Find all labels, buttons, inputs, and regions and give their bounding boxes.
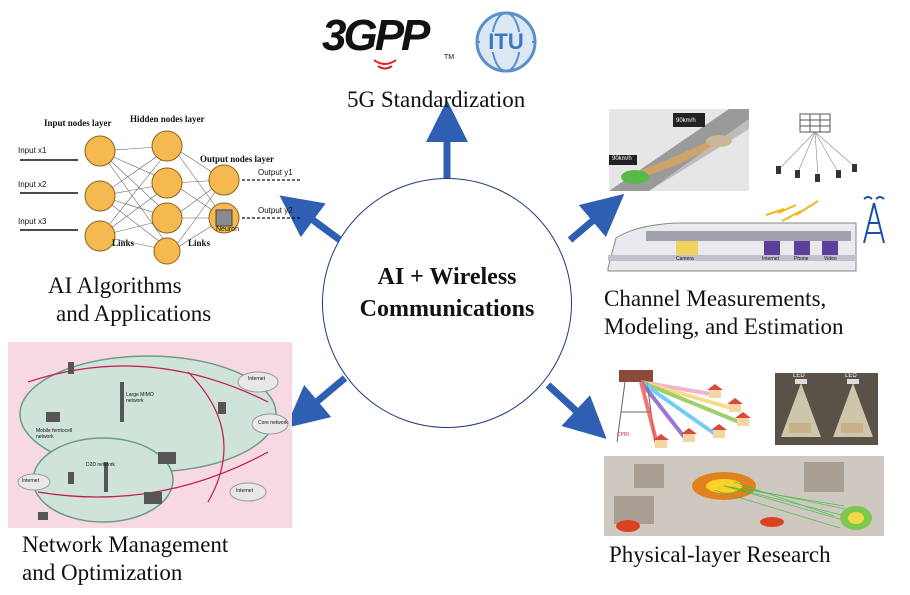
label-ai-line1: AI Algorithms	[48, 273, 182, 298]
nn-hidden-layer-label: Hidden nodes layer	[130, 114, 205, 124]
train-label-internet: Internet	[762, 256, 779, 262]
led-image: LED LED	[775, 373, 878, 445]
cpri-label: CPRI	[617, 432, 629, 438]
ray-tracing-image	[604, 456, 884, 536]
label-network-line2: and Optimization	[22, 560, 183, 585]
cpri-image: CPRI	[611, 366, 761, 452]
network-label-internet-2: Internet	[22, 478, 39, 484]
mimo-array-image	[760, 110, 870, 190]
highway-speed-2: 90km/h	[676, 118, 696, 124]
center-title-line1: AI + Wireless	[377, 264, 517, 290]
nn-input-layer-label: Input nodes layer	[44, 118, 112, 128]
3gpp-logo-tm: TM	[444, 54, 455, 61]
label-ai-algorithms: AI Algorithms and Applications	[48, 272, 211, 328]
highway-speed-1: 90km/h	[612, 156, 632, 162]
itu-globe-icon	[475, 11, 537, 73]
label-ai-line2: and Applications	[56, 301, 212, 326]
network-figure: Internet Large MIMO network Core network…	[8, 342, 292, 528]
nn-links-label-2: Links	[188, 238, 211, 248]
highway-image: 90km/h 90km/h	[609, 109, 749, 191]
nn-diagram	[20, 130, 302, 265]
nn-neuron-label: Neuron	[216, 226, 239, 233]
nn-input-x1-label: Input x1	[18, 146, 47, 155]
nn-input-x2-label: Input x2	[18, 180, 47, 189]
nn-links-label-1: Links	[112, 238, 135, 248]
arrow-upper-right	[567, 193, 625, 243]
nn-output-y2-label: Output y2	[258, 206, 293, 215]
3gpp-signal-icon	[373, 59, 397, 70]
network-diagram	[17, 355, 289, 523]
train-scene	[607, 196, 885, 272]
highway-scene	[609, 109, 749, 191]
label-channel-line2: Modeling, and Estimation	[604, 314, 844, 339]
itu-logo: ITU	[474, 10, 538, 74]
train-image: Camera Internet Phone Video	[606, 193, 896, 281]
mimo-array-icon	[776, 113, 857, 182]
label-network-management: Network Management and Optimization	[22, 531, 228, 587]
network-label-femtocell: Mobile femtocell network	[36, 428, 73, 440]
center-title-line2: Communications	[359, 296, 535, 322]
3gpp-logo: 3GPP TM	[322, 6, 462, 76]
itu-logo-text: ITU	[488, 29, 524, 54]
train-label-video: Video	[824, 256, 837, 262]
network-label-internet-1: Internet	[248, 376, 265, 382]
led-scene	[781, 379, 873, 437]
train-label-phone: Phone	[794, 256, 809, 262]
center-circle: AI + Wireless Communications	[322, 178, 572, 428]
network-label-core: Core network	[258, 420, 288, 426]
network-label-internet-3: Internet	[236, 488, 253, 494]
arrow-lower-right	[545, 382, 607, 439]
center-title: AI + Wireless Communications	[323, 261, 571, 325]
cpri-scene	[616, 370, 751, 448]
arrow-upper-left	[279, 195, 343, 243]
arrow-lower-left	[285, 375, 348, 429]
nn-input-x3-label: Input x3	[18, 217, 47, 226]
nn-output-layer-label: Output nodes layer	[200, 154, 275, 164]
network-label-d2d: D2D network	[86, 462, 115, 468]
label-network-line1: Network Management	[22, 532, 229, 557]
network-label-large-mimo: Large MIMO network	[126, 392, 154, 404]
train-label-camera: Camera	[676, 256, 694, 262]
3gpp-logo-text: 3GPP	[322, 11, 430, 60]
ray-tracing-scene	[604, 456, 884, 536]
label-channel-line1: Channel Measurements,	[604, 286, 827, 311]
label-5g-standardization: 5G Standardization	[347, 87, 526, 112]
led-label-right: LED	[845, 373, 857, 379]
label-physical-layer: Physical-layer Research	[609, 542, 831, 567]
nn-output-y1-label: Output y1	[258, 168, 293, 177]
led-label-left: LED	[793, 373, 805, 379]
nn-figure: Input nodes layer Hidden nodes layer Out…	[12, 114, 312, 266]
label-channel-measurements: Channel Measurements, Modeling, and Esti…	[604, 285, 844, 341]
